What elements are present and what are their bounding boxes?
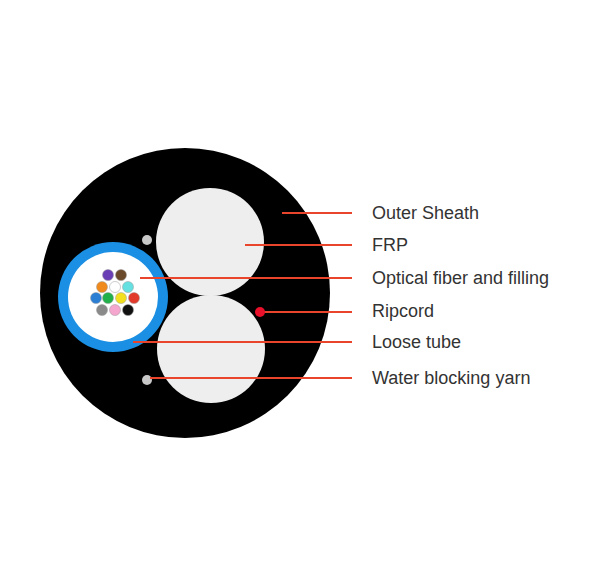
part-label: Water blocking yarn [372,367,530,389]
outer-sheath [40,148,330,438]
frp-rod [156,188,264,296]
water-blocking-yarn [142,375,152,385]
part-label: Loose tube [372,331,461,353]
water-blocking-yarn [142,235,152,245]
part-label: Optical fiber and filling [372,267,549,289]
part-label: Outer Sheath [372,202,479,224]
optical-fibers [91,270,140,316]
leader-lines [133,213,352,378]
tube-filling [68,252,158,342]
loose-tube [58,242,168,352]
frp-rod [157,295,265,403]
part-label: FRP [372,234,408,256]
part-label: Ripcord [372,300,434,322]
ripcord [255,307,265,317]
